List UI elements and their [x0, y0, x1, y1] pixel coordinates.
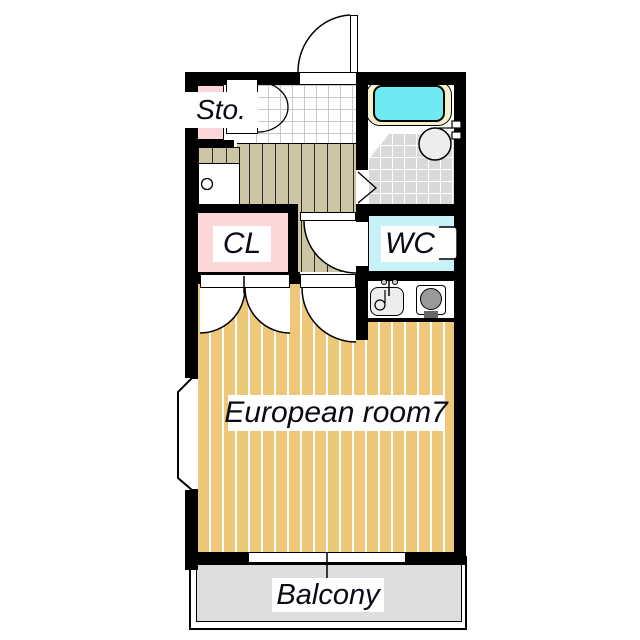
main-room-label: European room7: [224, 395, 448, 431]
room-door-swing-fill: [302, 288, 356, 342]
closet-door-left-arc: [199, 287, 246, 334]
closet-doorway: [200, 274, 290, 288]
wc-door-leaf: [300, 212, 356, 221]
balcony-label-text: Balcony: [276, 578, 380, 611]
wall-left-upper: [185, 72, 198, 378]
balcony-label: Balcony: [272, 578, 384, 612]
washer-drain: [200, 177, 214, 191]
entrance-doorway: [300, 73, 356, 85]
wash-basin: [418, 127, 452, 161]
sink-faucet-handle-right: [392, 279, 398, 285]
toilet-label: WC: [381, 226, 439, 262]
closet-label: CL: [213, 226, 271, 262]
storage-label-text: Sto.: [196, 94, 246, 125]
storage-door-arcs: [257, 81, 289, 133]
wall-left-lower: [185, 490, 198, 570]
wall-bath-left: [356, 85, 368, 170]
room-door-swing-arc: [301, 287, 357, 343]
entry-tile-floor: [256, 85, 356, 143]
sink-drain: [374, 299, 386, 311]
entrance-door-leaf: [350, 15, 358, 73]
closet-label-text: CL: [222, 227, 262, 260]
bath-folding-door-icon: [357, 171, 377, 204]
stove-burner: [420, 288, 442, 310]
wc-door-swing-fill: [304, 221, 356, 273]
main-room-doorway: [300, 274, 356, 288]
wall-under-storage: [196, 140, 234, 148]
wall-wc-left-top: [356, 213, 368, 222]
wall-bath-bottom: [356, 204, 466, 215]
basin-faucet-hardware: [451, 120, 462, 129]
closet-door-right-arc: [244, 287, 291, 334]
wc-door-swing-arc: [303, 220, 357, 274]
sink-faucet-handle-left: [381, 279, 387, 285]
wall-hall-closet: [185, 204, 298, 213]
wall-kitchen-top: [356, 272, 466, 281]
bay-window: [177, 377, 198, 491]
basin-faucet-hardware-2: [451, 131, 462, 140]
toilet-label-text: WC: [385, 227, 435, 260]
closet-door-left-fill: [200, 288, 245, 333]
wall-right: [454, 72, 466, 565]
wall-closet-right: [288, 213, 298, 272]
main-room-label-text: European room7: [224, 396, 448, 429]
bathtub: [373, 85, 445, 122]
stove-base: [424, 311, 438, 318]
toilet-tank: [436, 226, 458, 260]
storage-label: Sto.: [184, 92, 258, 128]
entrance-door-arc: [297, 14, 351, 73]
wall-kitchen-bottom: [356, 318, 456, 322]
closet-door-right-fill: [245, 288, 290, 333]
